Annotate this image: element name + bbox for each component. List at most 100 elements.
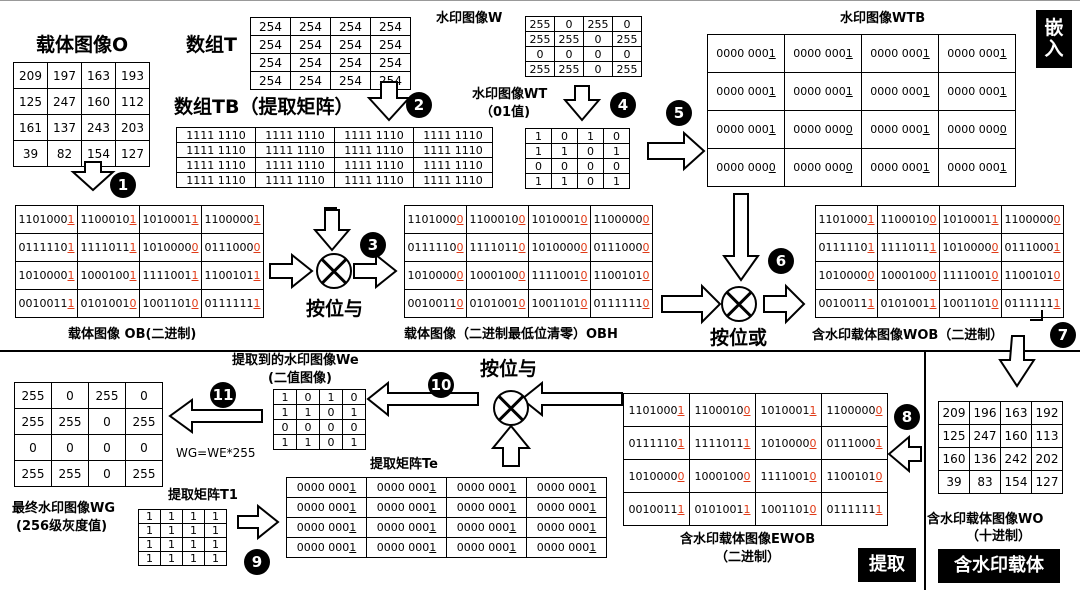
matrix-cell: 01010010 <box>77 289 140 318</box>
horizontal-divider <box>0 350 1080 352</box>
matrix-cell: 10100011 <box>755 393 822 427</box>
matrix-cell: 254 <box>250 71 291 90</box>
matrix-cell: 0 <box>88 408 126 435</box>
outer-frame-top <box>0 0 1080 1</box>
step-circle: 3 <box>360 232 386 258</box>
matrix-cell: 11000000 <box>1001 205 1064 234</box>
matrix-cell: 0 <box>612 16 642 32</box>
step-circle: 11 <box>210 382 236 408</box>
matrix-cell: 11110111 <box>877 233 940 262</box>
wo-title-line2: （十进制） <box>966 529 1032 544</box>
matrix-cell: 1111 1110 <box>176 142 256 158</box>
matrix-cell: 1 <box>551 143 578 159</box>
matrix-cell: 136 <box>969 447 1001 471</box>
matrix-cell: 1 <box>204 551 227 566</box>
matrix-cell: 01010010 <box>466 289 529 318</box>
matrix-cell: 0000 0001 <box>784 72 862 111</box>
matrix-cell: 00100110 <box>404 289 467 318</box>
matrix-cell: 0000 0001 <box>446 517 527 538</box>
arrow-te-to-and <box>490 424 532 467</box>
matrix-cell: 10011010 <box>139 289 202 318</box>
matrix-cell: 1 <box>603 173 630 189</box>
matrix-cell: 254 <box>370 35 411 54</box>
matrix-cell: 1 <box>182 509 205 524</box>
matrix-cell: 01110001 <box>1001 233 1064 262</box>
watermark-wt-title-line2: （01值) <box>480 105 531 120</box>
matrix-cell: 255 <box>554 31 584 47</box>
matrix-cell: 242 <box>1000 447 1032 471</box>
matrix-cell: 0 <box>319 419 343 435</box>
vertical-divider <box>924 350 926 590</box>
matrix-cell: 10100000 <box>815 261 878 290</box>
matrix-cell: 1 <box>138 537 161 552</box>
arrow-tb-down <box>324 207 337 220</box>
matrix-cell: 0 <box>525 46 555 62</box>
step-circle: 10 <box>428 372 454 398</box>
matrix-cell: 10100000 <box>528 233 591 262</box>
matrix-cell: 0 <box>296 389 320 405</box>
matrix-cell: 254 <box>330 17 371 36</box>
arrow-wo-to-ewob <box>887 434 922 474</box>
arrow-and-to-we <box>366 380 479 418</box>
wg-formula: WG=WE*255 <box>176 446 256 460</box>
matrix-cell: 255 <box>14 408 52 435</box>
extracted-we-title-line1: 提取到的水印图像We <box>232 353 359 368</box>
matrix-cell: 1111 1110 <box>334 157 414 173</box>
matrix-cell: 01110000 <box>590 233 653 262</box>
step-circle: 8 <box>894 404 920 430</box>
matrix-cell: 112 <box>115 88 150 115</box>
matrix-cell: 254 <box>290 17 331 36</box>
matrix-cell: 10100010 <box>528 205 591 234</box>
matrix-cell: 154 <box>1000 470 1032 494</box>
matrix-cell: 1111 1110 <box>255 172 335 188</box>
matrix-cell: 11110011 <box>139 261 202 290</box>
matrix-cell: 0000 0001 <box>526 517 607 538</box>
matrix-cell: 1 <box>160 537 183 552</box>
matrix-cell: 0 <box>51 434 89 461</box>
matrix-cell: 1 <box>204 523 227 538</box>
matrix-cell: 01111101 <box>15 233 78 262</box>
arrow-wtb-to-or <box>722 193 760 282</box>
matrix-cell: 1111 1110 <box>413 142 493 158</box>
matrix-cell: 0 <box>554 16 584 32</box>
arrow-or-to-wob <box>763 283 806 325</box>
matrix-cell: 01010011 <box>689 492 756 526</box>
matrix-cell: 160 <box>938 447 970 471</box>
matrix-cell: 192 <box>1031 401 1063 425</box>
matrix-cell: 0000 0001 <box>938 148 1016 187</box>
matrix-cell: 255 <box>525 31 555 47</box>
matrix-cell: 0000 0001 <box>707 110 785 149</box>
matrix-cell: 10001000 <box>877 261 940 290</box>
matrix-cell: 0000 0000 <box>784 148 862 187</box>
matrix-cell: 1 <box>204 509 227 524</box>
matrix-cell: 255 <box>125 460 163 487</box>
matrix-cell: 0000 0001 <box>784 34 862 73</box>
matrix-cell: 202 <box>1031 447 1063 471</box>
matrix-cell: 0000 0001 <box>366 537 447 558</box>
step-circle: 9 <box>244 549 270 575</box>
matrix-cell: 254 <box>250 53 291 72</box>
matrix-cell: 11110010 <box>939 261 1002 290</box>
matrix-cell: 196 <box>969 401 1001 425</box>
